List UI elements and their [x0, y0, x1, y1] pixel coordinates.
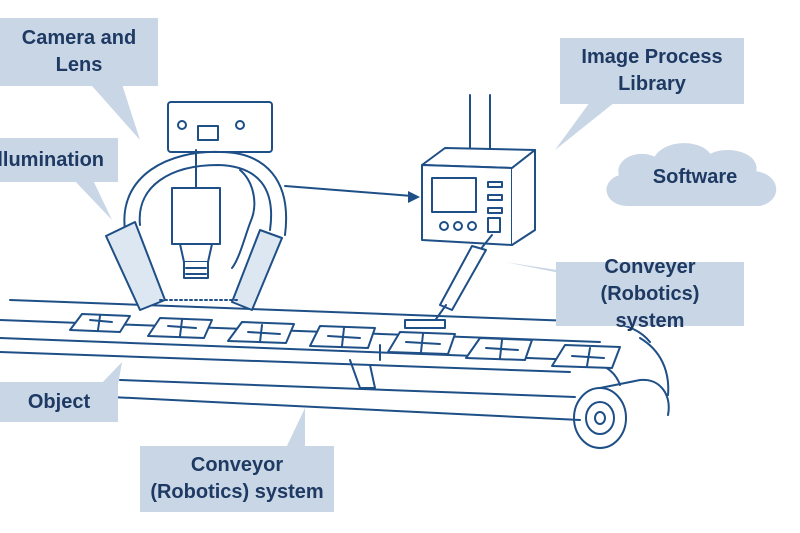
object-callout-pointer	[100, 362, 122, 385]
object-callout: Object	[0, 382, 118, 422]
conveyor-lower-label: Conveyor (Robotics) system	[150, 454, 324, 503]
robot-arm-icon	[404, 234, 493, 329]
camera-icon	[167, 101, 273, 279]
conveyor-lower-callout: Conveyor (Robotics) system	[140, 446, 334, 512]
conveyor-lower-callout-pointer	[285, 408, 305, 450]
roller-icon	[573, 378, 670, 449]
object-label: Object	[27, 390, 91, 413]
illumination-callout: Illumination	[0, 138, 118, 182]
illumination-label: Illumination	[0, 148, 104, 171]
software-label: Software	[652, 166, 738, 188]
cloud-icon	[606, 143, 777, 206]
illumination-callout-pointer	[72, 178, 112, 220]
light-ring-icon	[105, 150, 288, 311]
camera-callout-pointer	[85, 78, 140, 140]
camera-lens-label: Camera and Lens	[21, 27, 137, 76]
image-process-callout: Image Process Library	[560, 38, 744, 104]
camera-lens-callout: Camera and Lens	[0, 18, 158, 86]
controller-box-icon	[421, 94, 536, 246]
conveyer-upper-label: Conveyer (Robotics) system	[600, 255, 700, 332]
signal-arrow	[284, 185, 420, 203]
conveyer-upper-callout-pointer	[505, 262, 570, 272]
conveyer-upper-callout: Conveyer (Robotics) system	[556, 256, 744, 332]
image-process-label: Image Process Library	[581, 46, 723, 95]
image-process-callout-pointer	[555, 102, 615, 150]
parts-on-belt	[69, 313, 621, 369]
